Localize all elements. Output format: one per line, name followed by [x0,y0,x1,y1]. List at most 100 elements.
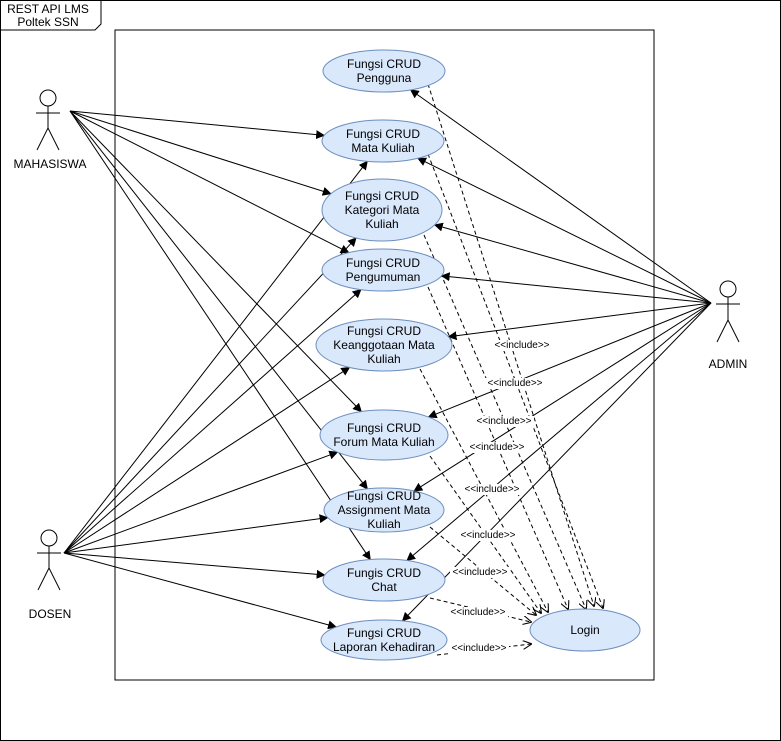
usecase-label: Login [570,623,599,637]
association-dosen-chat [63,552,326,579]
association-dosen-mata-kuliah [63,160,368,554]
usecase-ellipse [322,558,446,602]
usecase-label: Kuliah [367,352,400,366]
include-label-bg [467,442,527,453]
include-label: <<include>> [487,378,542,389]
association-mahasiswa-forum [69,110,362,413]
usecase-ellipse [322,49,446,93]
association-dosen-kategori [63,237,357,554]
include-label: <<include>> [494,340,549,351]
association-mahasiswa-assignment [69,110,368,490]
association-admin-pengumuman [440,272,712,304]
include-label-bg [474,416,534,427]
include-label-bg [492,340,552,351]
usecase-ellipse [320,619,448,661]
include-label-bg [450,567,510,578]
include-label: <<include>> [450,607,505,618]
usecase-label: Fungsi CRUD [345,189,419,203]
actor-head-icon [39,89,57,107]
usecase-label: Laporan Kehadiran [333,640,435,654]
usecase-ellipse [315,318,453,372]
include-keanggotaan [419,368,548,612]
association-admin-kategori [433,222,712,304]
actor-label-dosen: DOSEN [29,607,72,621]
usecase-ellipse [529,608,641,652]
usecase-ellipse [323,487,445,533]
frame-title-line1: REST API LMS [7,2,89,16]
include-labels-layer: <<include>> <<include>> <<include>> <<inclu… [448,340,552,654]
usecase-label: Fungis CRUD [347,566,421,580]
association-admin-pengguna [409,89,712,304]
usecase-label: Fungsi CRUD [347,421,421,435]
association-dosen-laporan [63,552,338,630]
include-label-bg [485,378,545,389]
include-label: <<include>> [452,567,507,578]
usecase-label: Chat [371,580,397,594]
include-label-bg [458,530,518,541]
frame-tab [0,0,102,31]
include-label-bg [448,607,508,618]
association-mahasiswa-mata-kuliah [69,110,326,140]
include-label: <<include>> [464,484,519,495]
usecase-ellipse [321,119,445,163]
actor-dosen[interactable]: DOSEN [29,529,72,621]
include-label-bg [462,484,522,495]
usecase-label: Fungsi CRUD [347,626,421,640]
association-mahasiswa-kategori [69,110,332,196]
usecase-label: Assignment Mata [338,503,431,517]
usecase-label: Keanggotaan Mata [333,338,435,352]
actor-label-mahasiswa: MAHASISWA [14,157,87,171]
usecase-ellipse [319,409,449,461]
usecase-label: Fungsi CRUD [347,57,421,71]
usecase-label: Fungsi CRUD [347,324,421,338]
usecase-label: Kuliah [367,517,400,531]
association-admin-mata-kuliah [417,157,712,304]
actor-label-admin: ADMIN [709,357,748,371]
association-mahasiswa-chat [69,110,371,561]
actor-head-icon [719,280,737,298]
usecase-label: Kuliah [365,217,398,231]
include-label-bg [449,643,509,654]
association-admin-forum [427,302,712,419]
association-admin-keanggotaan [447,302,712,341]
usecase-label: Fungsi CRUD [346,127,420,141]
association-admin-assignment [413,302,712,492]
actor-mahasiswa[interactable]: MAHASISWA [14,89,87,171]
association-dosen-assignment [63,514,329,554]
usecase-label: Pengguna [357,71,412,85]
usecase-label: Fungsi CRUD [346,256,420,270]
usecase-ellipse [321,178,443,242]
association-admin-chat [406,302,712,562]
frame-title-line2: Poltek SSN [17,15,78,29]
usecase-label: Pengumuman [346,270,421,284]
include-label: <<include>> [469,442,524,453]
usecase-label: Mata Kuliah [351,141,414,155]
usecase-label: Fungsi CRUD [347,489,421,503]
system-boundary [114,29,655,681]
association-dosen-pengumuman [63,288,362,554]
association-dosen-keanggotaan [63,366,351,554]
actor-admin[interactable]: ADMIN [709,280,748,371]
include-label: <<include>> [476,416,531,427]
usecase-label: Kategori Mata [345,203,420,217]
include-label: <<include>> [460,530,515,541]
include-assignment [429,526,536,615]
actor-head-icon [40,529,58,547]
links-layer [63,83,712,656]
usecase-login[interactable]: Login [529,608,641,652]
association-dosen-forum [63,450,339,554]
usecase-ellipse [321,248,445,292]
include-label: <<include>> [451,643,506,654]
association-mahasiswa-pengumuman [69,110,350,254]
